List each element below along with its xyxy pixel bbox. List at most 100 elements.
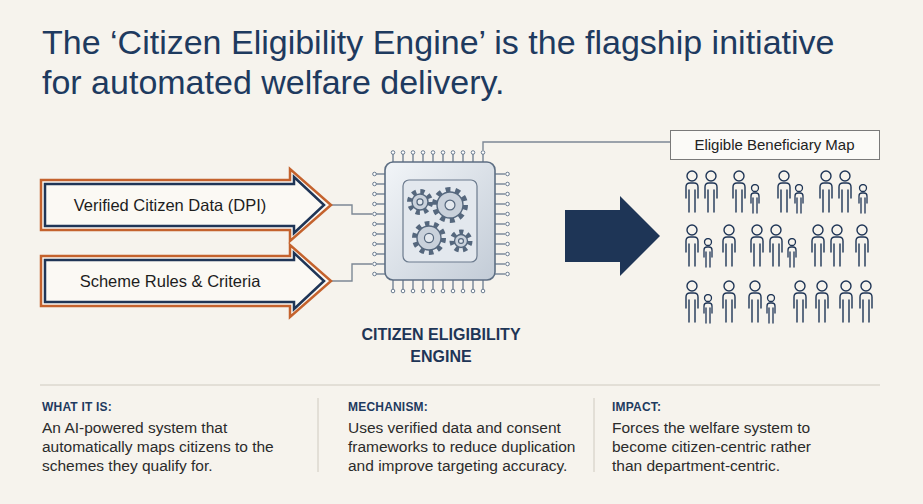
chip-pin [495, 193, 505, 194]
connector-line [332, 264, 372, 281]
section-heading: IMPACT: [612, 400, 837, 414]
column-divider [594, 398, 595, 472]
child-icon [751, 185, 759, 214]
chip-pin-end [506, 182, 510, 186]
chip-pin-end [506, 252, 510, 256]
arrow-outline-outer [41, 169, 331, 241]
divider-rule [40, 385, 880, 386]
chip-pin-end [373, 232, 377, 236]
gear-body [412, 194, 428, 210]
diagram-title: The ‘Citizen Eligibility Engine’ is the … [42, 22, 857, 102]
person-icon [831, 225, 843, 266]
child-icon [767, 295, 775, 324]
chip-body [385, 162, 495, 280]
chip-pin-end [411, 151, 415, 155]
chip-pin-end [421, 151, 425, 155]
person-icon [856, 225, 868, 266]
person-icon [778, 171, 790, 212]
chip-pin [412, 280, 413, 289]
child-icon [704, 239, 712, 268]
chip-pin [495, 243, 505, 244]
person-icon [816, 281, 828, 322]
node-label: Scheme Rules & Criteria [52, 256, 288, 306]
chip-pin [376, 263, 385, 264]
chip-pin [402, 154, 403, 162]
chip-pin-end [506, 232, 510, 236]
chip-pin [376, 173, 385, 174]
gear-teeth [435, 190, 466, 221]
chip-pin-end [373, 252, 377, 256]
chip-pin [495, 223, 505, 224]
chip-pin [432, 154, 433, 162]
chip-pin [376, 233, 385, 234]
chip-pin [452, 154, 453, 162]
chip-pin [452, 280, 453, 289]
person-icon [733, 171, 745, 212]
column-divider [318, 398, 319, 472]
gear-teeth [410, 192, 431, 213]
person-icon [820, 171, 832, 212]
person-icon [839, 171, 851, 212]
section-body: Uses verified data and consent framework… [348, 418, 588, 475]
node-label: Verified Citizen Data (DPI) [52, 180, 288, 230]
child-icon [859, 185, 867, 214]
gear-hole [445, 200, 455, 210]
person-icon [686, 225, 698, 266]
chip-pin [462, 280, 463, 289]
chip-pin-end [506, 262, 510, 266]
chip-pin-end [451, 151, 455, 155]
person-icon [705, 171, 717, 212]
gear-body [437, 192, 463, 218]
chip-pin [495, 173, 505, 174]
chip-pin-end [431, 151, 435, 155]
chip-pin-end [441, 151, 445, 155]
chip-pin-end [373, 172, 377, 176]
connector-line [483, 142, 670, 150]
input-arrow: Verified Citizen Data (DPI) [40, 168, 332, 242]
chip-pin-end [391, 151, 395, 155]
person-icon [770, 225, 782, 266]
chip-pin [376, 193, 385, 194]
chip-pin [482, 280, 483, 289]
chip-pin-end [373, 182, 377, 186]
person-icon [812, 225, 824, 266]
chip-pin [495, 233, 505, 234]
map-label-box: Eligible Beneficiary Map [670, 130, 880, 160]
chip-pin-end [401, 151, 405, 155]
gear-hole [424, 233, 433, 242]
chip-pin-end [506, 192, 510, 196]
chip-pin [376, 243, 385, 244]
chip-pin [495, 203, 505, 204]
gear-teeth [415, 224, 444, 253]
person-icon [840, 281, 852, 322]
chip-pin [472, 154, 473, 162]
chip-pin-end [471, 151, 475, 155]
chip-pin-end [506, 212, 510, 216]
chip-pin [376, 203, 385, 204]
chip-pin [392, 154, 393, 162]
arrow-outline-inner [45, 177, 324, 233]
gear-body [455, 235, 468, 248]
people-icons [686, 171, 872, 323]
section-heading: MECHANISM: [348, 400, 588, 414]
chip-pin-end [481, 289, 485, 293]
chip-pin-end [373, 192, 377, 196]
chip-pin [402, 280, 403, 289]
chip-pin-end [391, 289, 395, 293]
chip-pin [442, 154, 443, 162]
person-icon [751, 225, 763, 266]
chip-pin-end [401, 289, 405, 293]
chip-pin [472, 280, 473, 289]
chip-pin [422, 280, 423, 289]
chip-pin-end [506, 242, 510, 246]
chip-pin-end [506, 172, 510, 176]
person-icon [686, 281, 698, 322]
section-body: Forces the welfare system to become citi… [612, 418, 837, 475]
chip-pin-end [421, 289, 425, 293]
child-icon [704, 295, 712, 324]
child-icon [795, 185, 803, 214]
person-icon [860, 281, 872, 322]
chip-pin-end [373, 222, 377, 226]
input-arrow: Scheme Rules & Criteria [40, 244, 332, 318]
